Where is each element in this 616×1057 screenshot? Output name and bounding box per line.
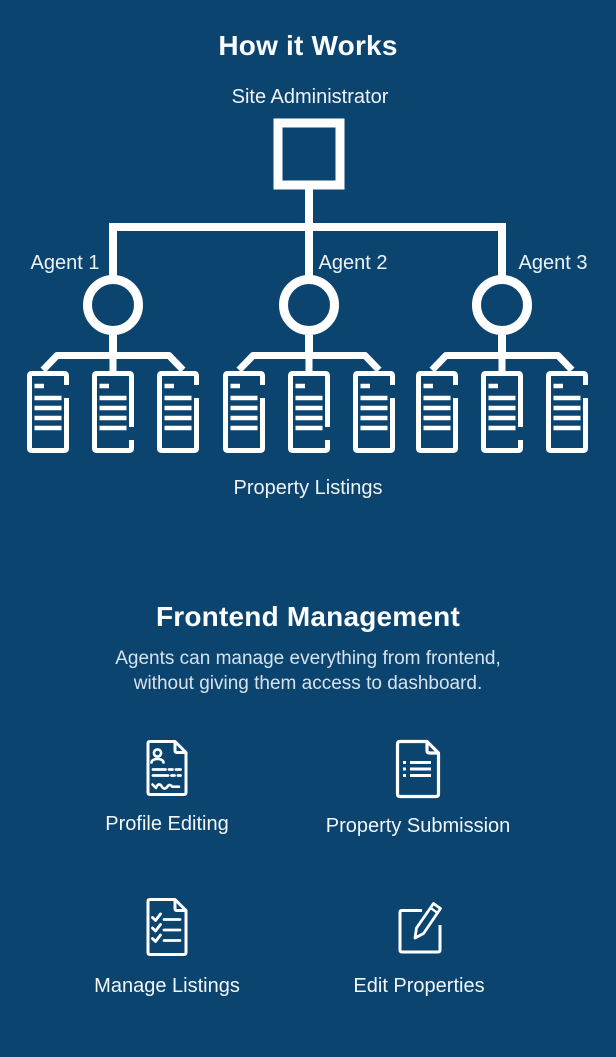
edit-pencil-icon — [398, 902, 442, 954]
agent-1-label: Agent 1 — [30, 252, 100, 274]
feature-edit-properties: Edit Properties — [299, 897, 539, 998]
agent-1-circle-icon — [83, 275, 143, 335]
listing-document-icon — [484, 374, 521, 451]
property-listings-caption: Property Listings — [233, 477, 383, 499]
frontend-management-title: Frontend Management — [155, 601, 461, 632]
agent-3-label: Agent 3 — [518, 252, 588, 274]
agent-3-listing-documents — [419, 374, 586, 451]
listing-document-icon — [291, 374, 328, 451]
feature-label: Property Submission — [325, 815, 511, 837]
connector-agent-3-listings — [429, 335, 575, 373]
feature-manage-listings: Manage Listings — [47, 897, 287, 998]
feature-profile-editing: Profile Editing — [47, 739, 287, 836]
agent-2-label: Agent 2 — [318, 252, 388, 274]
feature-label: Profile Editing — [105, 813, 229, 835]
admin-square-node-icon — [273, 118, 345, 190]
feature-label: Edit Properties — [353, 975, 485, 997]
agent-3-circle-icon — [472, 275, 532, 335]
connector-main-branch — [109, 223, 506, 278]
listing-document-icon — [356, 374, 393, 451]
agent-2-circle-icon — [279, 275, 339, 335]
listing-document-icon — [226, 374, 263, 451]
org-chart-diagram — [0, 118, 616, 477]
listing-document-icon — [30, 374, 67, 451]
frontend-management-description: Agents can manage everything from fronte… — [115, 648, 501, 694]
profile-document-icon — [146, 740, 188, 796]
listing-document-icon — [419, 374, 456, 451]
site-administrator-label: Site Administrator — [231, 86, 389, 108]
feature-property-submission: Property Submission — [298, 739, 538, 838]
listing-document-icon — [549, 374, 586, 451]
document-list-icon — [395, 739, 441, 799]
agent-2-listing-documents — [226, 374, 393, 451]
connector-agent-1-listings — [40, 335, 186, 373]
how-it-works-title: How it Works — [218, 30, 398, 61]
listing-document-icon — [95, 374, 132, 451]
feature-label: Manage Listings — [94, 975, 240, 997]
listing-document-icon — [160, 374, 197, 451]
agent-1-listing-documents — [30, 374, 197, 451]
connector-agent-2-listings — [236, 335, 382, 373]
checklist-document-icon — [146, 898, 188, 956]
